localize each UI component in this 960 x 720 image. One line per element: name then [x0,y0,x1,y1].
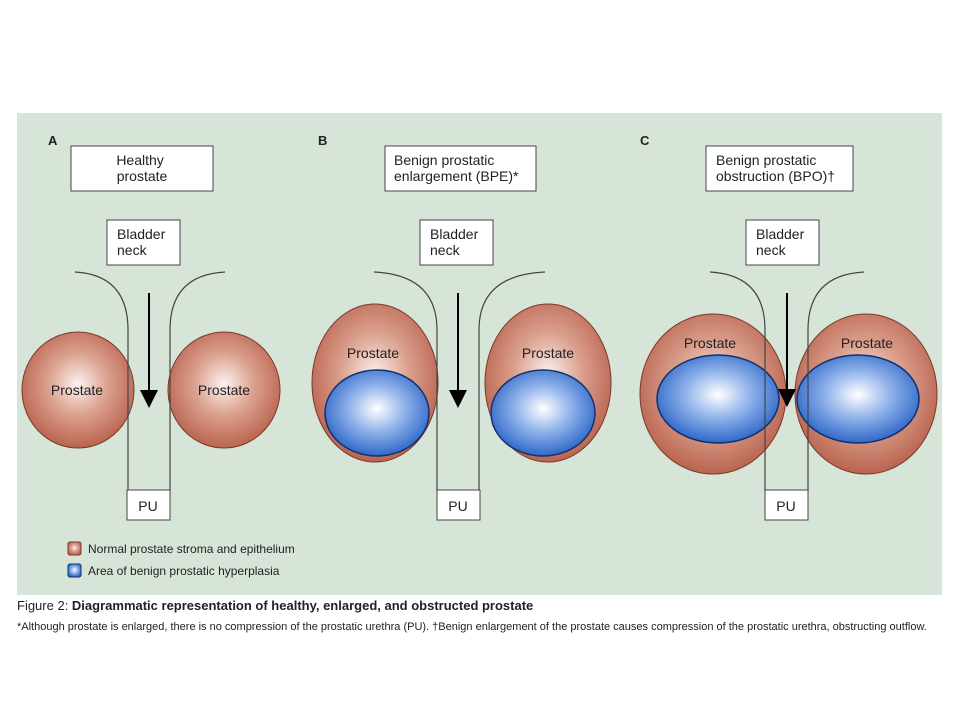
panel-a-pu-box [126,489,171,521]
legend-swatch-hyperplasia [67,563,82,578]
panel-c-letter: C [640,133,650,148]
panel-b-left-hyperplasia [324,369,430,457]
panel-b-right-hyperplasia [490,369,596,457]
panel-c-right-prostate-label: Prostate [841,335,893,351]
panel-b-left-prostate-label: Prostate [347,345,399,361]
panel-c-urethra-right-wall [807,271,865,492]
figure-caption-title: Figure 2: Diagrammatic representation of… [17,598,947,613]
panel-b-flow-arrowhead [449,390,467,408]
panel-a-flow-arrowhead [140,390,158,408]
panel-b-pu-box [436,489,481,521]
figure-caption-notes: *Although prostate is enlarged, there is… [17,621,927,633]
panel-c-left-prostate-label: Prostate [684,335,736,351]
panel-c-pu-label: PU [776,498,795,514]
legend: Normal prostate stroma and epithelium Ar… [67,541,295,578]
legend-label-normal: Normal prostate stroma and epithelium [88,542,295,556]
panel-b-bladder-neck-label: Bladder neck [430,226,482,258]
legend-swatch-normal [67,541,82,556]
panel-b-pu-label: PU [448,498,467,514]
panel-a: A Healthy prostate Bladder neck Prostate… [21,133,281,521]
panel-b-urethra-right-wall [478,271,546,492]
panel-c-title-box [705,145,854,192]
panel-c-bladder-neck-box [745,219,820,266]
panel-a-left-prostate-lobe [21,331,135,449]
panel-a-title: Healthy prostate [116,152,167,184]
panel-b-right-prostate-label: Prostate [522,345,574,361]
panel-a-left-prostate-label: Prostate [51,382,103,398]
panel-b-title: Benign prostatic enlargement (BPE)* [394,152,519,184]
panel-a-right-prostate-label: Prostate [198,382,250,398]
panel-a-bladder-neck-label: Bladder neck [117,226,169,258]
panel-a-urethra-left-wall [74,271,129,492]
panel-a-letter: A [48,133,58,148]
panel-b-urethra-left-wall [373,271,438,492]
panel-b-letter: B [318,133,327,148]
panel-a-bladder-neck-box [106,219,181,266]
prostate-diagram-figure: A Healthy prostate Bladder neck Prostate… [17,113,942,595]
panel-c-flow-arrowhead [778,389,796,407]
caption-title-text: Diagrammatic representation of healthy, … [71,598,534,613]
panel-b-bladder-neck-box [419,219,494,266]
panel-a-title-box [70,145,214,192]
caption-prefix: Figure 2: [17,598,72,613]
legend-label-hyperplasia: Area of benign prostatic hyperplasia [88,564,280,578]
panel-b: B Benign prostatic enlargement (BPE)* Bl… [311,133,612,521]
panel-a-right-prostate-lobe [167,331,281,449]
panel-c-bladder-neck-label: Bladder neck [756,226,808,258]
panel-c: C Benign prostatic obstruction (BPO)† Bl… [639,133,938,521]
panel-a-urethra-right-wall [169,271,226,492]
panel-a-pu-label: PU [138,498,157,514]
panel-c-pu-box [764,489,809,521]
panel-b-title-box [384,145,537,192]
panel-c-urethra-left-wall [709,271,766,492]
panel-c-right-hyperplasia [796,354,920,444]
panel-c-left-hyperplasia [656,354,780,444]
panel-c-title: Benign prostatic obstruction (BPO)† [716,152,835,184]
